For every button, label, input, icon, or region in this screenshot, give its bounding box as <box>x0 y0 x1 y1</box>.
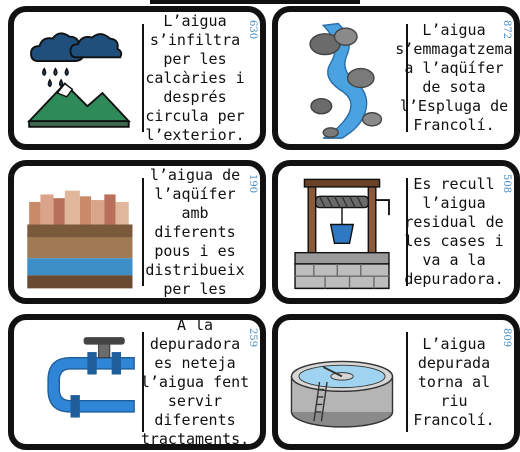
card-text: L’aigua s’emmagatzema a l’aqüífer de sot… <box>395 21 513 134</box>
card-code: 809 <box>501 328 512 348</box>
card-code: 630 <box>247 20 258 40</box>
card-return: L’aigua depurada torna al riu Francolí. … <box>272 314 520 450</box>
village-aquifer-icon <box>18 170 138 294</box>
card-wastewater: Es recull l’aigua residual de les cases … <box>272 160 520 304</box>
river-rocks-icon <box>282 16 402 140</box>
card-text: L’aigua s’infiltra per les calcàries i d… <box>145 11 245 144</box>
card-code: 508 <box>501 174 512 194</box>
card-divider <box>406 178 408 286</box>
water-well-icon <box>282 170 402 294</box>
card-divider <box>142 24 144 132</box>
card-text: Es recull l’aigua residual de les cases … <box>404 175 504 288</box>
card-divider <box>406 332 408 432</box>
pipe-valve-icon <box>18 324 138 440</box>
card-text: L’aigua depurada torna al riu Francolí. <box>413 334 495 429</box>
card-divider <box>142 178 144 286</box>
card-aquifer: L’aigua s’emmagatzema a l’aqüífer de sot… <box>272 6 520 150</box>
treatment-tank-icon <box>282 324 402 440</box>
card-divider <box>406 24 408 132</box>
card-code: 259 <box>247 328 258 348</box>
card-treatment: A la depuradora es neteja l’aigua fent s… <box>8 314 266 450</box>
card-code: 872 <box>501 20 512 40</box>
card-divider <box>142 332 144 432</box>
card-infiltration: L’aigua s’infiltra per les calcàries i d… <box>8 6 266 150</box>
card-text: A la depuradora es neteja l’aigua fent s… <box>140 315 250 448</box>
card-code: 190 <box>247 174 258 194</box>
card-capture: Es capta l’aigua de l’aqüífer amb difere… <box>8 160 266 304</box>
card-text: Es capta l’aigua de l’aqüífer amb difere… <box>145 165 245 298</box>
rain-mountains-icon <box>18 16 138 140</box>
top-border-strip <box>150 0 360 4</box>
